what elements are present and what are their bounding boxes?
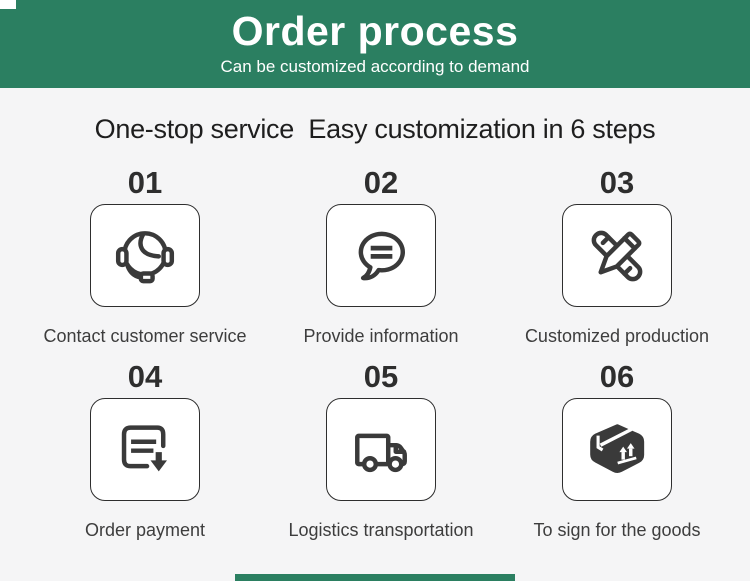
page-title: Order process — [231, 8, 519, 54]
corner-artifact — [0, 0, 16, 9]
step-card — [326, 204, 436, 307]
package-icon — [584, 417, 650, 483]
bottom-accent-bar — [235, 574, 515, 581]
step-card — [562, 398, 672, 501]
step-label: Customized production — [524, 326, 710, 346]
section-headline: One-stop service Easy customization in 6… — [94, 114, 656, 144]
steps-grid: 01 Contact customer service 02 — [0, 165, 750, 542]
chat-bubble-icon — [348, 223, 414, 289]
document-download-icon — [112, 417, 178, 483]
step-contact-customer-service: 01 Contact customer service — [27, 165, 263, 348]
step-sign-for-goods: 06 To sign for the goods — [499, 359, 735, 542]
step-logistics-transportation: 05 Logistics transportation — [263, 359, 499, 542]
pencil-ruler-icon — [584, 223, 650, 289]
step-label: Order payment — [84, 520, 206, 540]
step-order-payment: 04 Order payment — [27, 359, 263, 542]
step-label: Provide information — [303, 326, 459, 346]
step-number: 03 — [599, 165, 635, 200]
step-provide-information: 02 Provide information — [263, 165, 499, 348]
step-number: 01 — [127, 165, 163, 200]
step-label: Logistics transportation — [288, 520, 474, 540]
step-label: To sign for the goods — [533, 520, 701, 540]
headset-icon — [112, 223, 178, 289]
step-number: 06 — [599, 359, 635, 394]
page-subtitle: Can be customized according to demand — [220, 57, 530, 76]
step-card — [90, 204, 200, 307]
truck-icon — [348, 417, 414, 483]
step-label: Contact customer service — [43, 326, 247, 346]
step-number: 02 — [363, 165, 399, 200]
step-card — [90, 398, 200, 501]
step-card — [562, 204, 672, 307]
step-card — [326, 398, 436, 501]
step-customized-production: 03 Customized — [499, 165, 735, 348]
step-number: 04 — [127, 359, 163, 394]
header-banner: Order process Can be customized accordin… — [0, 0, 750, 88]
step-number: 05 — [363, 359, 399, 394]
